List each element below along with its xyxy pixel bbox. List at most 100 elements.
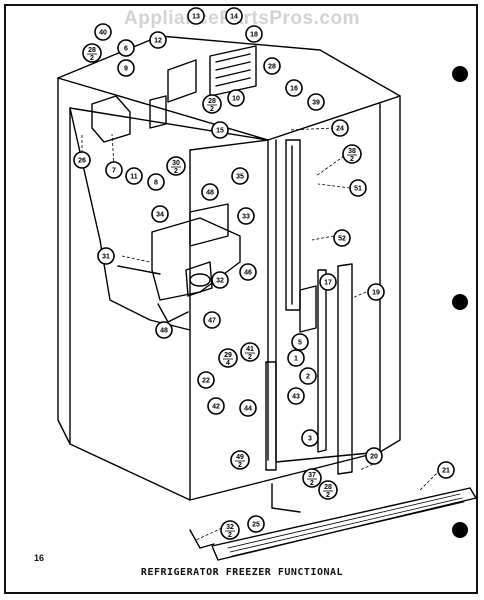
callout-circle bbox=[166, 156, 186, 176]
callout-circle bbox=[187, 7, 205, 25]
callout-circle bbox=[263, 57, 281, 75]
callout-c1: 1 bbox=[287, 349, 305, 367]
callout-quantity: 2 bbox=[90, 55, 94, 62]
callout-circle bbox=[211, 271, 229, 289]
callout-c9: 9 bbox=[117, 59, 135, 77]
callout-circle bbox=[287, 349, 305, 367]
callout-number: 28 bbox=[268, 64, 276, 71]
cabinet-top-panel bbox=[57, 35, 401, 141]
callout-c47: 47 bbox=[203, 311, 221, 329]
binder-hole-top bbox=[452, 66, 468, 82]
callout-c48b: 48 bbox=[155, 321, 173, 339]
callout-c32: 32 bbox=[211, 271, 229, 289]
callout-c26: 26 bbox=[73, 151, 91, 169]
fan-blade bbox=[189, 273, 211, 287]
leveling-leg bbox=[189, 529, 215, 549]
callout-circle bbox=[302, 468, 322, 488]
callout-c24: 24 bbox=[331, 119, 349, 137]
callout-circle bbox=[437, 461, 455, 479]
callout-circle bbox=[220, 520, 240, 540]
callout-number: 39 bbox=[312, 100, 320, 107]
callout-number: 21 bbox=[442, 468, 450, 475]
callout-number: 17 bbox=[324, 280, 332, 287]
leader-51 bbox=[317, 183, 351, 189]
callout-quantity: 2 bbox=[248, 354, 252, 361]
fan-motor bbox=[185, 261, 213, 297]
leader-38 bbox=[315, 155, 345, 177]
callout-number: 30 bbox=[172, 160, 180, 167]
callout-circle bbox=[73, 151, 91, 169]
callout-circle bbox=[125, 167, 143, 185]
callout-circle bbox=[331, 119, 349, 137]
callout-c44: 44 bbox=[239, 399, 257, 417]
callout-number: 15 bbox=[216, 128, 224, 135]
callout-c40: 40 bbox=[94, 23, 112, 41]
callout-circle bbox=[319, 273, 337, 291]
callout-number: 12 bbox=[154, 38, 162, 45]
callout-c42: 42 bbox=[207, 397, 225, 415]
callout-number: 32 bbox=[216, 278, 224, 285]
callout-circle bbox=[117, 39, 135, 57]
callout-circle bbox=[285, 79, 303, 97]
callout-number: 13 bbox=[192, 14, 200, 21]
leader-7 bbox=[111, 133, 115, 167]
callout-number: 26 bbox=[78, 158, 86, 165]
callout-number: 1 bbox=[294, 356, 298, 363]
callout-circle bbox=[147, 173, 165, 191]
leader-31 bbox=[121, 255, 151, 263]
callout-c2: 2 bbox=[299, 367, 317, 385]
callout-circle bbox=[342, 144, 362, 164]
callout-circle bbox=[301, 429, 319, 447]
callout-quantity: 2 bbox=[228, 532, 232, 539]
callout-circle bbox=[230, 450, 250, 470]
callout-c25: 25 bbox=[247, 515, 265, 533]
thermostat-block bbox=[149, 95, 167, 129]
diagram-caption: REFRIGERATOR FREEZER FUNCTIONAL bbox=[140, 567, 344, 578]
leader-24 bbox=[289, 127, 335, 131]
trim-strip-19 bbox=[337, 263, 353, 475]
callout-circle bbox=[207, 397, 225, 415]
callout-c16: 16 bbox=[285, 79, 303, 97]
callout-c38: 382 bbox=[342, 144, 362, 164]
callout-c32b: 322 bbox=[220, 520, 240, 540]
callout-c6a: 6 bbox=[117, 39, 135, 57]
callout-number: 18 bbox=[250, 32, 258, 39]
callout-c30: 302 bbox=[166, 156, 186, 176]
callout-number: 41 bbox=[246, 346, 254, 353]
callout-number: 40 bbox=[99, 30, 107, 37]
callout-c49: 492 bbox=[230, 450, 250, 470]
callout-c15: 15 bbox=[211, 121, 229, 139]
callout-circle bbox=[291, 333, 309, 351]
callout-circle bbox=[287, 387, 305, 405]
callout-quantity: 2 bbox=[350, 156, 354, 163]
callout-circle bbox=[203, 311, 221, 329]
callout-c35: 35 bbox=[231, 167, 249, 185]
callout-number: 3 bbox=[308, 436, 312, 443]
callout-number: 16 bbox=[290, 86, 298, 93]
callout-c52: 52 bbox=[333, 229, 351, 247]
air-tower bbox=[285, 139, 301, 311]
callout-number: 8 bbox=[154, 180, 158, 187]
callout-number: 48 bbox=[160, 328, 168, 335]
callout-c8: 8 bbox=[147, 173, 165, 191]
callout-number: 25 bbox=[252, 522, 260, 529]
callout-c28b: 28 bbox=[263, 57, 281, 75]
callout-number: 28 bbox=[208, 98, 216, 105]
callout-number: 9 bbox=[124, 66, 128, 73]
callout-c28d: 282 bbox=[318, 480, 338, 500]
callout-circle bbox=[151, 205, 169, 223]
callout-circle bbox=[211, 121, 229, 139]
cabinet-right-side bbox=[379, 95, 401, 453]
control-housing bbox=[91, 95, 131, 143]
callout-c20: 20 bbox=[365, 447, 383, 465]
callout-circle bbox=[307, 93, 325, 111]
callout-c12: 12 bbox=[149, 31, 167, 49]
cabinet-inner-wall bbox=[69, 107, 191, 331]
grille-bracket bbox=[271, 483, 301, 513]
callout-number: 22 bbox=[202, 378, 210, 385]
callout-c46: 46 bbox=[239, 263, 257, 281]
callout-c18: 18 bbox=[245, 25, 263, 43]
callout-c13: 13 bbox=[187, 7, 205, 25]
callout-circle bbox=[197, 371, 215, 389]
